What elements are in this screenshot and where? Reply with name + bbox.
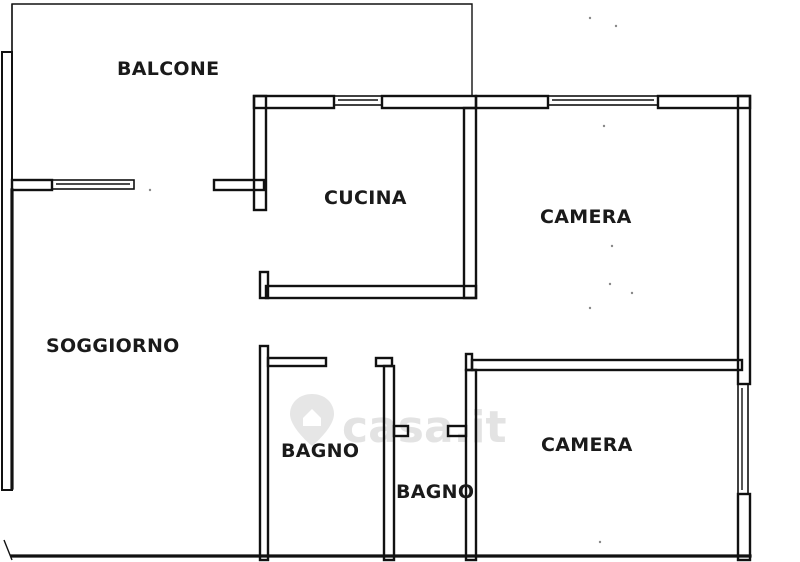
room-label-soggiorno: SOGGIORNO <box>46 335 180 357</box>
watermark-text: casa.it <box>342 402 506 453</box>
living-top-wall <box>10 178 266 192</box>
room-label-cucina: CUCINA <box>324 187 407 209</box>
room-label-bagno-1: BAGNO <box>281 440 359 462</box>
room-label-balcone: BALCONE <box>117 58 219 80</box>
faint-marks <box>148 16 634 544</box>
room-label-camera-1: CAMERA <box>540 206 632 228</box>
watermark: casa.it <box>290 394 506 453</box>
room-label-bagno-2: BAGNO <box>396 481 474 503</box>
room-label-camera-2: CAMERA <box>541 434 633 456</box>
camera-2-walls <box>464 368 752 562</box>
camera-1-walls <box>464 94 752 386</box>
bathroom-walls <box>10 344 752 562</box>
left-exterior-wall <box>1 51 14 561</box>
house-pin-icon <box>290 394 334 446</box>
balcony-outline <box>11 3 473 180</box>
